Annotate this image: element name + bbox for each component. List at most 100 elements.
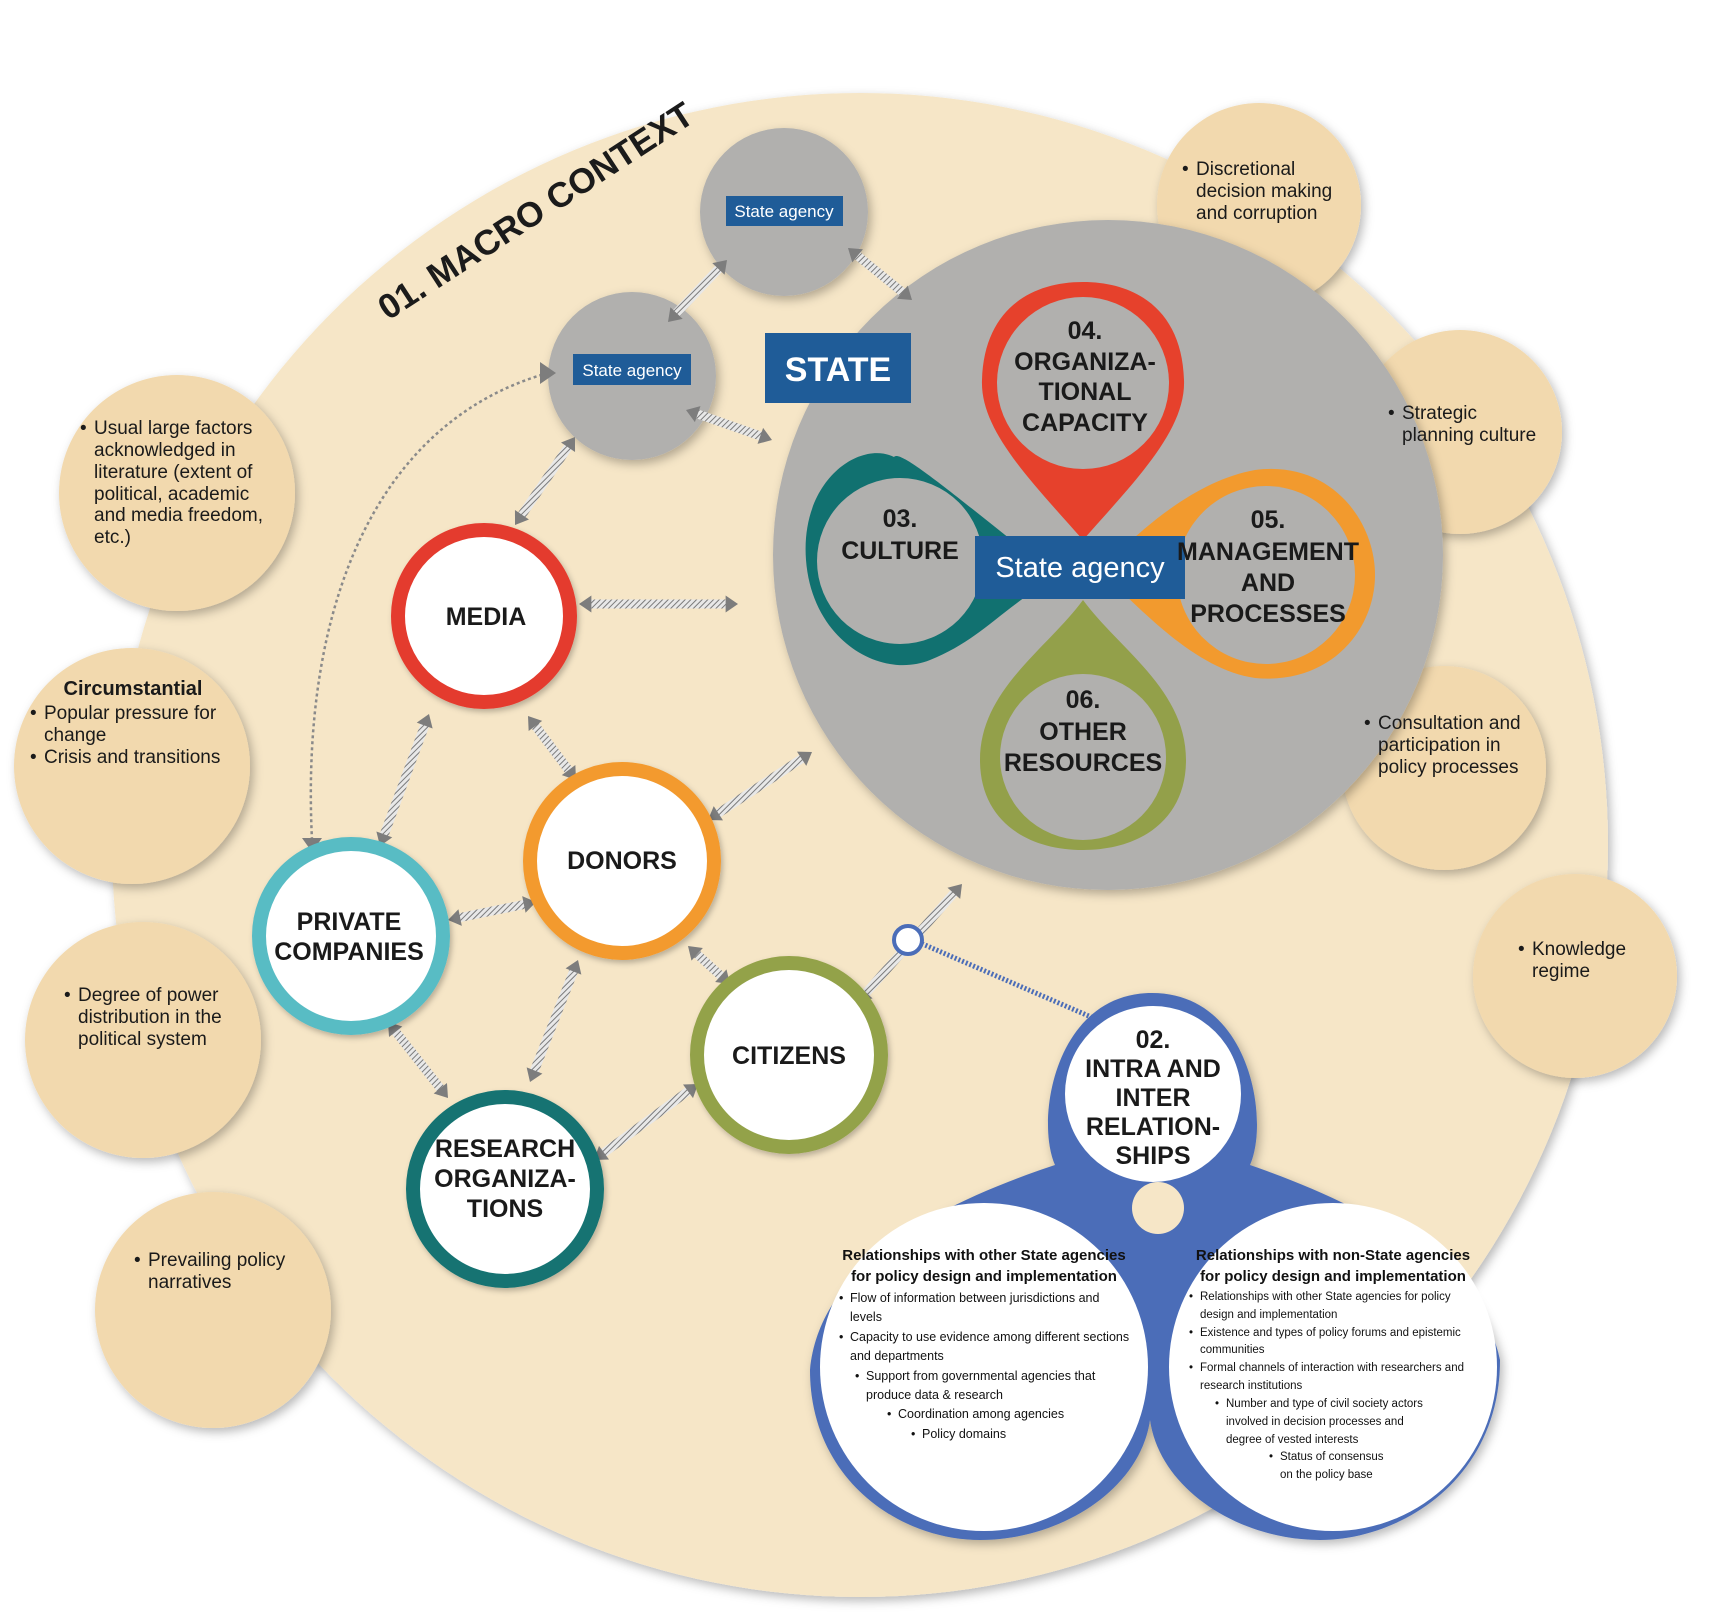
relationships-right-item-2: Existence and types of policy forums and… [1189, 1325, 1478, 1361]
petal-resources-inner [1000, 674, 1166, 840]
state-agency-middle-to-state-head-end [757, 427, 772, 444]
petal-culture-inner [817, 478, 983, 644]
factor-circle-left-4 [95, 1192, 331, 1428]
media-to-private [379, 721, 430, 839]
relationships-right-text: Relationships with non-State agencies fo… [1188, 1245, 1478, 1485]
state-agency-top-to-middle-head-start [712, 260, 727, 275]
org-capacity-line-1: ORGANIZA- [1014, 348, 1156, 376]
media-to-donors [530, 721, 574, 775]
private-to-research [390, 1027, 446, 1093]
citizens-label: CITIZENS [732, 1042, 846, 1070]
relationships-link [917, 939, 1099, 1023]
context-factor-right-2-text: Strategic planning culture [1388, 403, 1546, 447]
relationships-number: 02. [1136, 1026, 1171, 1054]
media-label: MEDIA [446, 603, 527, 631]
curved-connector-arrowhead-start [540, 362, 556, 384]
context-factor-right-1: Discretional decision making and corrupt… [1180, 159, 1350, 225]
private-label-line-2: COMPANIES [274, 938, 424, 966]
resources-number: 06. [1066, 686, 1101, 714]
relationships-title: 02. INTRA AND INTER RELATION- SHIPS [1085, 1026, 1221, 1170]
actor-circles [252, 523, 888, 1288]
private-companies-circle [252, 837, 450, 1035]
relationships-left-text: Relationships with other State agencies … [838, 1245, 1130, 1444]
state-agency-top-to-middle-head-end [668, 307, 683, 322]
research-circle [406, 1090, 604, 1288]
state-agency-label-top: State agency [734, 202, 834, 221]
private-to-research-head-end [433, 1083, 448, 1098]
donors-to-private-head-end [448, 909, 462, 926]
curved-connector [309, 371, 549, 841]
context-factor-right-3-text: Consultation and participation in policy… [1364, 713, 1527, 779]
management-line-3: PROCESSES [1190, 600, 1346, 628]
context-factor-left-2: Circumstantial Popular pressure for chan… [28, 678, 238, 769]
relationships-left-item-1: Flow of information between jurisdiction… [839, 1289, 1130, 1328]
donors-label: DONORS [567, 847, 677, 875]
context-factor-right-2: Strategic planning culture [1386, 403, 1546, 447]
media-circle [391, 523, 577, 709]
capacity-flower [805, 282, 1375, 850]
actor-labels: MEDIA DONORS PRIVATE COMPANIES CITIZENS … [274, 603, 846, 1223]
state-agency-middle-to-media-head-start [561, 437, 576, 452]
management-number: 05. [1251, 506, 1286, 534]
relationships-right-item-1: Relationships with other State agencies … [1189, 1289, 1478, 1325]
donors-circle [523, 762, 721, 960]
relationships-right-item-5: Status of consensus on the policy base [1269, 1449, 1388, 1485]
relationships-left-item-5: Policy domains [911, 1425, 1130, 1445]
relationships-left-item-4: Coordination among agencies [887, 1405, 1130, 1425]
relationships-title-circle [1065, 1006, 1241, 1182]
resources-line-2: RESOURCES [1004, 749, 1162, 777]
relationships-notch [1132, 1182, 1184, 1234]
state-agency-middle-to-state [693, 409, 765, 441]
research-label-line-3: TIONS [467, 1195, 543, 1223]
culture-number: 03. [883, 505, 918, 533]
curved-connector-arrowhead [302, 838, 322, 852]
relationships-left-item-3: Support from governmental agencies that … [855, 1367, 1108, 1406]
donors-to-private-head-start [522, 896, 536, 913]
relationships-marker [892, 924, 924, 956]
state-label: STATE [785, 351, 891, 389]
connector-arrows [376, 248, 962, 1160]
donors-to-state-head-start [708, 806, 723, 821]
donors-to-citizens [692, 949, 726, 981]
media-to-state-head-end [725, 595, 738, 613]
petal-labels: 03. CULTURE 04. ORGANIZA- TIONAL CAPACIT… [841, 317, 1359, 777]
media-to-state-head-start [579, 595, 592, 613]
central-state-agency-label: State agency [995, 552, 1165, 584]
donors-to-state-head-end [797, 751, 812, 766]
petal-management-inner [1177, 486, 1355, 664]
state-agency-top-to-middle [671, 264, 724, 318]
state-label-box [765, 333, 911, 403]
context-factor-right-4: Knowledge regime [1516, 939, 1646, 983]
relationships-right-item-3: Formal channels of interaction with rese… [1189, 1360, 1478, 1396]
state-agency-label-middle: State agency [582, 361, 682, 380]
context-factor-left-1-text: Usual large factors acknowledged in lite… [80, 418, 278, 549]
media-to-private-head-start [416, 714, 433, 729]
relationships-line-1: INTRA AND [1085, 1055, 1221, 1083]
media-to-donors-head-start [528, 716, 543, 731]
context-factor-right-4-text: Knowledge regime [1518, 939, 1646, 983]
context-factor-left-2-title: Circumstantial [63, 678, 203, 700]
donors-to-research-head-end [526, 1067, 543, 1082]
private-label-line-1: PRIVATE [297, 908, 402, 936]
context-factor-left-4-text: Prevailing policy narratives [134, 1250, 302, 1294]
context-factor-left-4: Prevailing policy narratives [132, 1250, 302, 1294]
research-to-citizens-head-end [683, 1084, 698, 1099]
citizens-circle [690, 956, 888, 1154]
donors-to-research-head-start [565, 960, 582, 975]
context-factor-left-3: Degree of power distribution in the poli… [62, 985, 242, 1051]
context-factor-left-2-item-2: Crisis and transitions [30, 747, 238, 769]
relationships-right-item-4: Number and type of civil society actors … [1215, 1396, 1430, 1449]
donors-to-research [529, 967, 579, 1075]
donors-to-citizens-head-start [688, 946, 703, 961]
state-agency-top-to-state-head-start [848, 248, 863, 263]
donors-to-private [456, 899, 528, 923]
context-factor-right-3: Consultation and participation in policy… [1362, 713, 1527, 779]
org-capacity-number: 04. [1068, 317, 1103, 345]
org-capacity-line-2: TIONAL [1038, 378, 1131, 406]
context-factor-right-1-text: Discretional decision making and corrupt… [1182, 159, 1350, 225]
relationships-left-title: Relationships with other State agencies … [842, 1247, 1126, 1285]
relationships-left-item-2: Capacity to use evidence among different… [839, 1328, 1130, 1367]
context-factor-left-1: Usual large factors acknowledged in lite… [78, 418, 278, 549]
state-agency-badge-middle [573, 354, 691, 385]
